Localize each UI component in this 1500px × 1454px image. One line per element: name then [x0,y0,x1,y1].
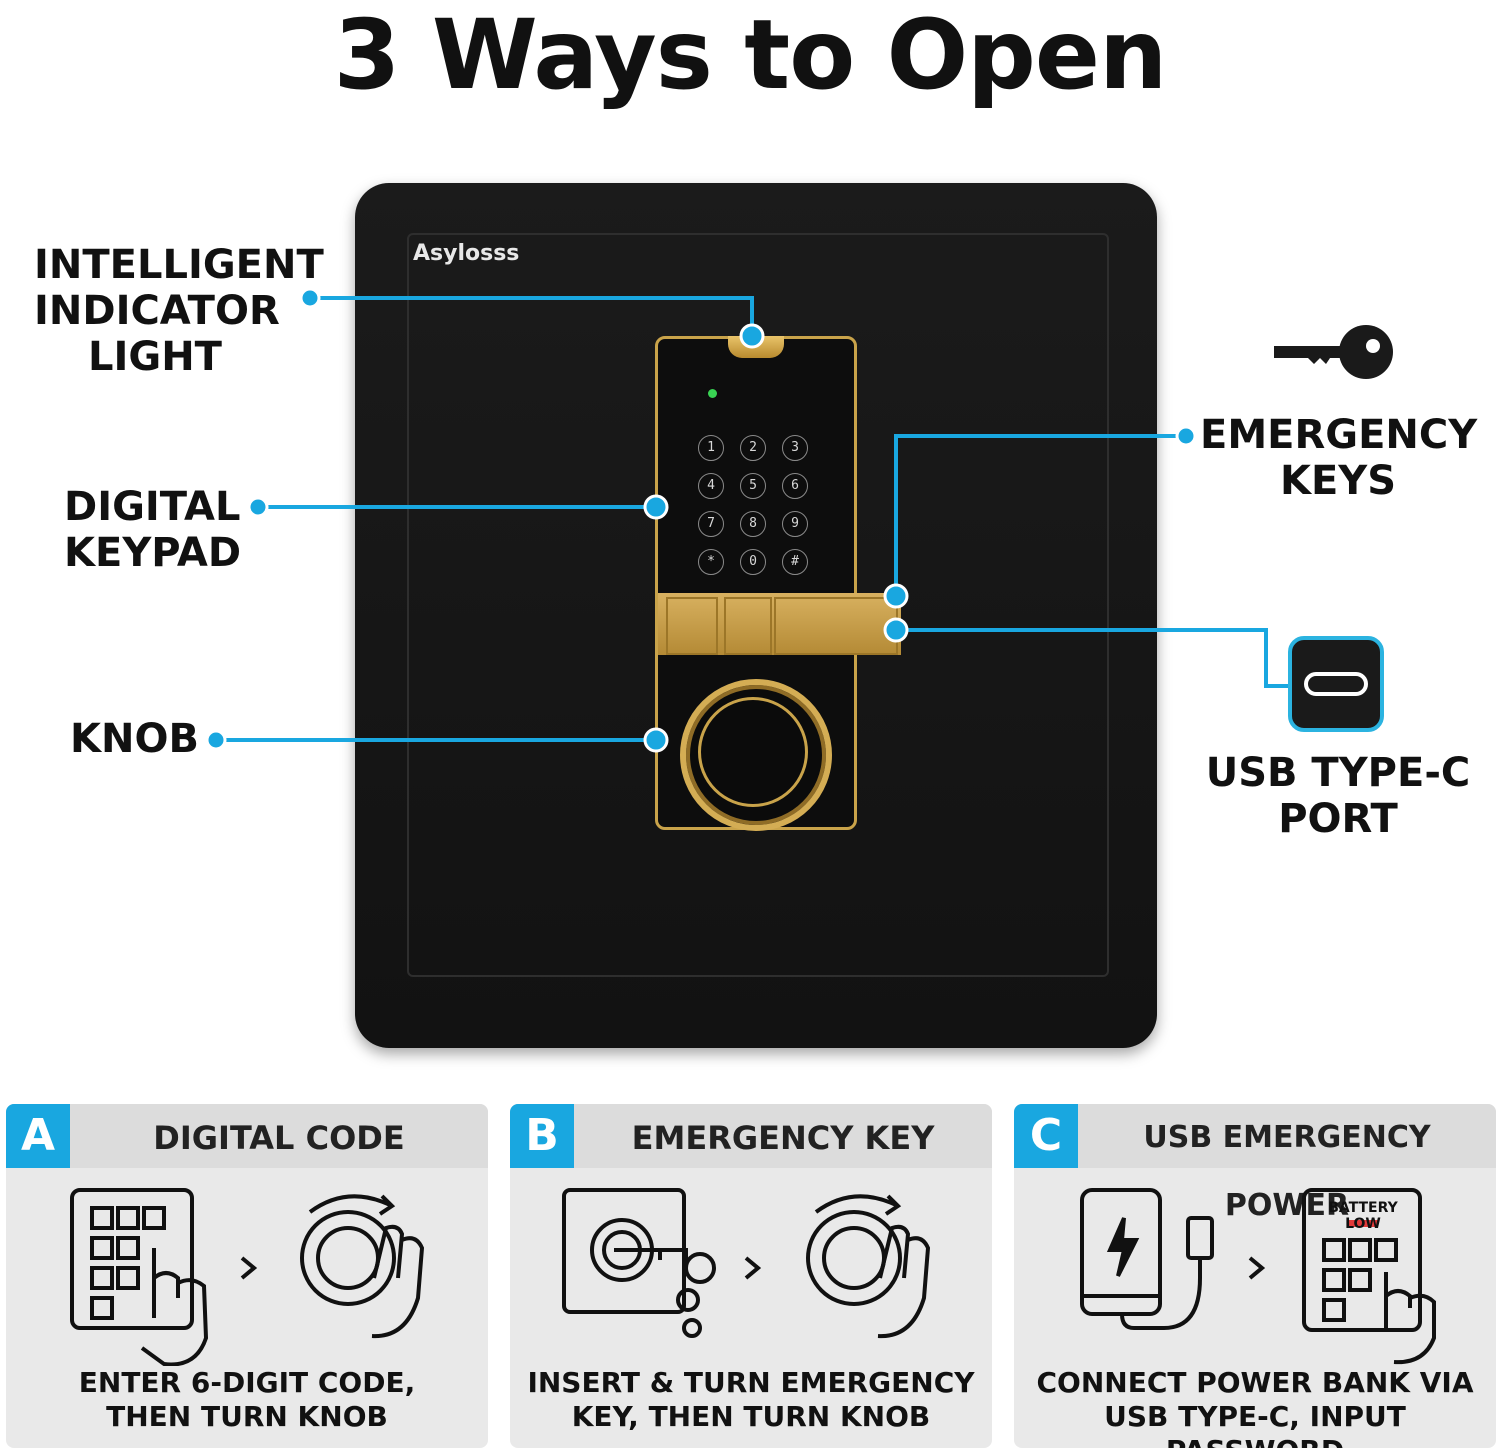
keypad-key[interactable]: 6 [782,473,808,499]
power-bank-icon [1080,1188,1436,1365]
keypad-key[interactable]: 5 [740,473,766,499]
method-caption: INSERT & TURN EMERGENCY KEY, THEN TURN K… [527,1366,975,1433]
method-letter: B [510,1104,574,1168]
keypad-key[interactable]: 1 [698,435,724,461]
method-card-c: C USB EMERGENCY POWER BATTERY LOW CONNEC… [1014,1104,1496,1448]
usb-c-port-icon [1288,636,1384,732]
method-title: DIGITAL CODE [153,1119,405,1157]
method-title: USB EMERGENCY POWER [1143,1120,1431,1223]
method-caption: CONNECT POWER BANK VIA USB TYPE-C, INPUT… [1036,1366,1474,1448]
brand-logo: Asylosss [413,241,520,266]
keypad-key[interactable]: 4 [698,473,724,499]
callout-indicator-light: INTELLIGENT INDICATOR LIGHT [34,242,324,380]
method-title: EMERGENCY KEY [631,1119,935,1157]
battery-low-label: BATTERY LOW [1328,1200,1398,1232]
callout-knob: KNOB [70,716,199,762]
keypad-key[interactable]: * [698,549,724,575]
key-icon [1274,325,1393,379]
method-letter: A [6,1104,70,1168]
emergency-cover[interactable] [658,593,901,655]
keypad-hand-icon [70,1188,425,1366]
knob[interactable] [680,679,832,831]
keypad-key[interactable]: 0 [740,549,766,575]
status-led [708,389,717,398]
callout-digital-keypad: DIGITAL KEYPAD [64,484,242,576]
method-card-b: B EMERGENCY KEY INSERT & TURN EMERGENCY … [510,1104,992,1448]
safe-door [407,233,1109,977]
page-title: 3 Ways to Open [333,0,1168,111]
callout-emergency-keys: EMERGENCY KEYS [1200,412,1478,504]
method-caption: ENTER 6-DIGIT CODE, THEN TURN KNOB [78,1366,416,1433]
keypad-key[interactable]: # [782,549,808,575]
emergency-key-icon [562,1188,931,1339]
keypad-key[interactable]: 8 [740,511,766,537]
keypad-key[interactable]: 2 [740,435,766,461]
keypad-key[interactable]: 3 [782,435,808,461]
method-letter: C [1014,1104,1078,1168]
callout-usb-port: USB TYPE-C PORT [1205,750,1471,842]
method-card-a: A DIGITAL CODE ENTER 6-DIGIT CODE, THEN … [6,1104,488,1448]
keypad-key[interactable]: 7 [698,511,724,537]
keypad-key[interactable]: 9 [782,511,808,537]
